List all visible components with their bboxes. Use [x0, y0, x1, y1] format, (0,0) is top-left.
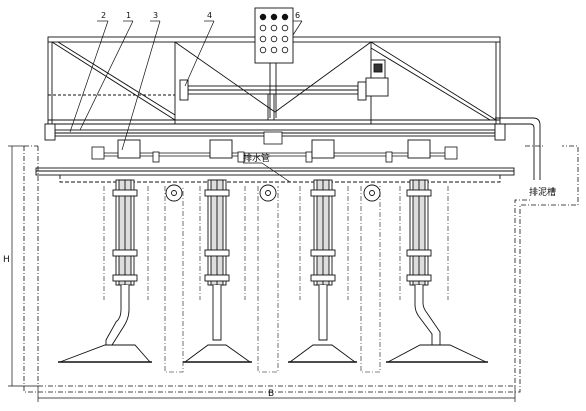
callout-4: 4: [207, 11, 212, 20]
sludge-pipe: [495, 117, 541, 180]
panel-button: [270, 13, 278, 21]
drive-shaft: [179, 79, 367, 120]
suction-assembly-2: [183, 139, 252, 363]
dimension-width-label: B: [268, 389, 274, 399]
panel-button: [281, 24, 289, 32]
control-panel: [254, 7, 294, 118]
drive-motor: [365, 59, 389, 97]
callout-2: 2: [101, 11, 106, 20]
panel-button: [281, 13, 289, 21]
bridge-truss: [47, 36, 501, 140]
panel-button: [281, 35, 289, 43]
callout-3: 3: [153, 11, 158, 20]
dimension-lines: [8, 145, 516, 402]
valve-row: [91, 131, 458, 163]
panel-button: [270, 24, 278, 32]
drain-pipe-label: 排水管: [243, 152, 270, 164]
panel-button: [259, 24, 267, 32]
drain-beam: [35, 167, 515, 183]
panel-button: [259, 46, 267, 54]
suction-assembly-1: [58, 139, 152, 363]
bay-walls: [103, 186, 449, 373]
pulley-wheels: [165, 184, 381, 202]
suction-assembly-3: [288, 139, 357, 363]
control-panel-buttons: [259, 13, 289, 54]
panel-button: [281, 46, 289, 54]
panel-button: [259, 35, 267, 43]
callout-leaders: [69, 20, 303, 183]
dimension-height-label: H: [3, 255, 10, 265]
panel-button: [259, 13, 267, 21]
sludge-trough-label: 排泥槽: [529, 186, 556, 198]
panel-button: [270, 46, 278, 54]
panel-button: [270, 35, 278, 43]
callout-6: 6: [295, 11, 300, 20]
suction-assembly-4: [386, 139, 488, 363]
callout-1: 1: [126, 11, 131, 20]
